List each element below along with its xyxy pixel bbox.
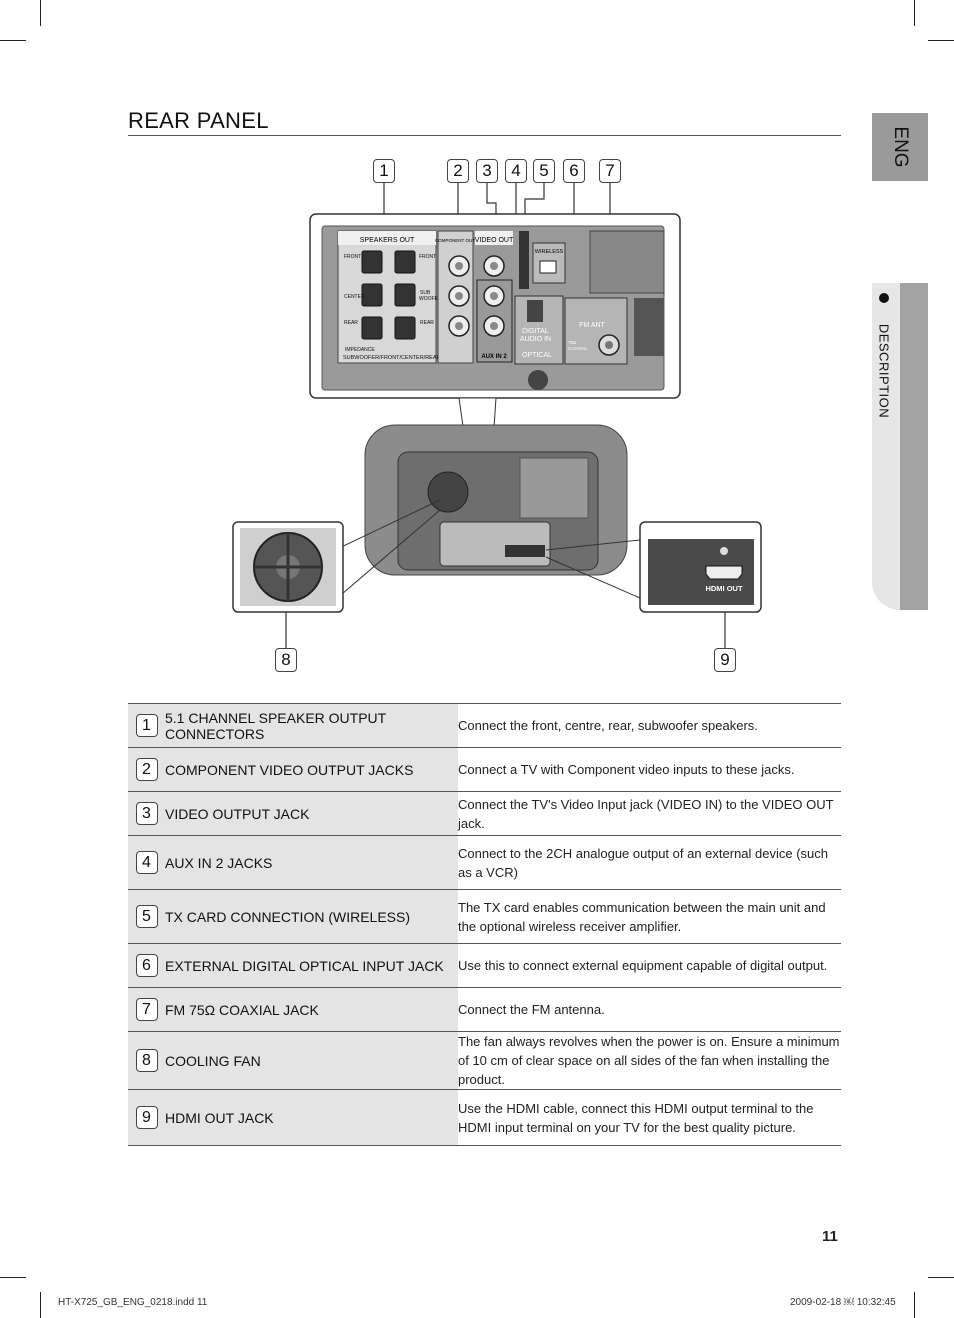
svg-text:CENTER: CENTER bbox=[344, 294, 365, 300]
callout-8: 8 bbox=[275, 648, 297, 672]
crop-mark bbox=[914, 1292, 915, 1318]
row-name-cell: 5.1 CHANNEL SPEAKER OUTPUT CONNECTORS bbox=[165, 703, 458, 748]
svg-text:WIRELESS: WIRELESS bbox=[535, 249, 564, 255]
row-number-cell: 6 bbox=[128, 943, 165, 988]
svg-text:WOOFER: WOOFER bbox=[419, 296, 442, 302]
callout-7: 7 bbox=[599, 159, 621, 183]
svg-text:REAR: REAR bbox=[420, 320, 434, 326]
table-row: 5 TX CARD CONNECTION (WIRELESS)The TX car… bbox=[128, 889, 841, 944]
svg-text:SUB: SUB bbox=[420, 290, 431, 296]
row-name-cell: COMPONENT VIDEO OUTPUT JACKS bbox=[165, 747, 458, 792]
crop-mark bbox=[40, 0, 41, 26]
svg-text:IMPEDANCE: IMPEDANCE bbox=[345, 347, 375, 353]
callout-3: 3 bbox=[476, 159, 498, 183]
row-number-cell: 1 bbox=[128, 703, 165, 748]
row-number-cell: 3 bbox=[128, 791, 165, 836]
title-rule bbox=[128, 135, 841, 136]
row-desc-cell: Connect to the 2CH analogue output of an… bbox=[458, 835, 841, 890]
crop-mark bbox=[0, 1277, 26, 1278]
row-number-badge: 4 bbox=[135, 851, 158, 874]
row-desc-cell: Use the HDMI cable, connect this HDMI ou… bbox=[458, 1089, 841, 1146]
row-number-cell: 9 bbox=[128, 1089, 165, 1146]
row-number-badge: 8 bbox=[135, 1049, 158, 1072]
row-number-badge: 9 bbox=[135, 1106, 158, 1129]
svg-text:FRONT: FRONT bbox=[419, 254, 436, 260]
row-name-cell: FM 75Ω COAXIAL JACK bbox=[165, 987, 458, 1032]
row-number-badge: 7 bbox=[135, 998, 158, 1021]
row-number-cell: 8 bbox=[128, 1031, 165, 1090]
row-number-badge: 3 bbox=[135, 802, 158, 825]
svg-text:OPTICAL: OPTICAL bbox=[522, 352, 552, 359]
svg-text:75Ω: 75Ω bbox=[568, 340, 577, 345]
svg-text:REAR: REAR bbox=[344, 320, 358, 326]
callout-5: 5 bbox=[533, 159, 555, 183]
svg-text:COAXIAL: COAXIAL bbox=[568, 346, 588, 351]
speakers-out-label: SPEAKERS OUT bbox=[360, 237, 415, 244]
svg-text:AUDIO IN: AUDIO IN bbox=[520, 336, 551, 343]
row-desc-cell: Use this to connect external equipment c… bbox=[458, 943, 841, 988]
crop-mark bbox=[40, 1292, 41, 1318]
callout-2: 2 bbox=[447, 159, 469, 183]
svg-text:AUX IN 2: AUX IN 2 bbox=[481, 354, 507, 360]
svg-text:SUBWOOFER/FRONT/CENTER/REAR :: SUBWOOFER/FRONT/CENTER/REAR : 3Ω bbox=[343, 355, 452, 361]
svg-text:COMPONENT OUT: COMPONENT OUT bbox=[435, 238, 475, 243]
row-desc-cell: Connect the TV's Video Input jack (VIDEO… bbox=[458, 791, 841, 836]
row-number-cell: 4 bbox=[128, 835, 165, 890]
crop-mark bbox=[914, 0, 915, 26]
footer-left: HT-X725_GB_ENG_0218.indd 11 bbox=[58, 1297, 208, 1308]
svg-text:VIDEO OUT: VIDEO OUT bbox=[475, 237, 514, 244]
svg-text:FRONT: FRONT bbox=[344, 254, 361, 260]
row-number-badge: 1 bbox=[135, 714, 158, 737]
hdmi-out-label: HDMI OUT bbox=[705, 584, 742, 593]
crop-mark bbox=[0, 40, 26, 41]
callout-4: 4 bbox=[505, 159, 527, 183]
row-desc-cell: The fan always revolves when the power i… bbox=[458, 1031, 841, 1090]
callout-6: 6 bbox=[563, 159, 585, 183]
section-tab: DESCRIPTION bbox=[872, 283, 928, 610]
row-name-cell: TX CARD CONNECTION (WIRELESS) bbox=[165, 889, 458, 944]
section-tab-bar bbox=[900, 283, 928, 610]
callout-9: 9 bbox=[714, 648, 736, 672]
bullet-icon bbox=[879, 293, 889, 303]
crop-mark bbox=[928, 40, 954, 41]
footer-right: 2009-02-18 ￼ 10:32:45 bbox=[790, 1297, 896, 1308]
row-desc-cell: The TX card enables communication betwee… bbox=[458, 889, 841, 944]
callout-1: 1 bbox=[373, 159, 395, 183]
svg-text:DIGITAL: DIGITAL bbox=[522, 328, 549, 335]
language-tab: ENG bbox=[872, 113, 928, 181]
row-name-cell: VIDEO OUTPUT JACK bbox=[165, 791, 458, 836]
row-desc-cell: Connect the FM antenna. bbox=[458, 987, 841, 1032]
page-title: REAR PANEL bbox=[128, 108, 269, 133]
row-number-badge: 2 bbox=[135, 758, 158, 781]
row-name-cell: HDMI OUT JACK bbox=[165, 1089, 458, 1146]
crop-mark bbox=[928, 1277, 954, 1278]
page-number: 11 bbox=[822, 1228, 838, 1245]
row-number-badge: 6 bbox=[135, 954, 158, 977]
row-name-cell: AUX IN 2 JACKS bbox=[165, 835, 458, 890]
row-number-badge: 5 bbox=[135, 905, 158, 928]
hdmi-port-icon bbox=[705, 565, 743, 580]
row-desc-cell: Connect a TV with Component video inputs… bbox=[458, 747, 841, 792]
row-name-cell: COOLING FAN bbox=[165, 1031, 458, 1090]
svg-text:FM ANT: FM ANT bbox=[579, 322, 605, 329]
row-number-cell: 2 bbox=[128, 747, 165, 792]
row-desc-cell: Connect the front, centre, rear, subwoof… bbox=[458, 703, 841, 748]
row-number-cell: 7 bbox=[128, 987, 165, 1032]
row-name-cell: EXTERNAL DIGITAL OPTICAL INPUT JACK bbox=[165, 943, 458, 988]
row-number-cell: 5 bbox=[128, 889, 165, 944]
